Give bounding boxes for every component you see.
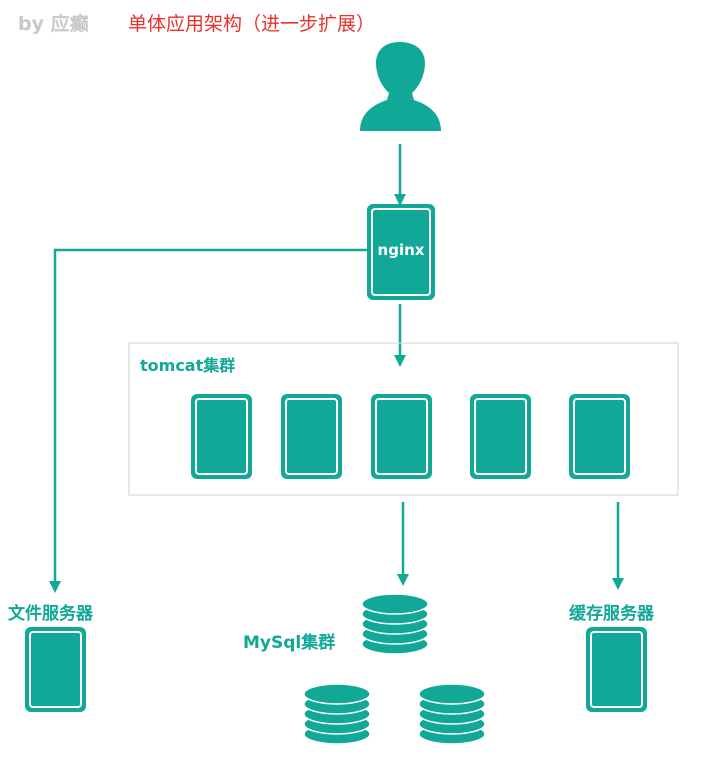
- cache-server-icon: [586, 627, 647, 712]
- nginx-label: nginx: [377, 241, 425, 259]
- server-icon: [191, 394, 252, 479]
- cache-server-label: 缓存服务器: [569, 604, 654, 624]
- author-label: by 应癫: [18, 13, 89, 35]
- file-server-label: 文件服务器: [8, 604, 93, 624]
- arrow-icon: [49, 248, 367, 593]
- server-icon: [470, 394, 531, 479]
- tomcat-cluster-label: tomcat集群: [140, 356, 236, 375]
- server-icon: [569, 394, 630, 479]
- user-icon: [360, 42, 441, 131]
- diagram-title: 单体应用架构（进一步扩展）: [128, 13, 376, 35]
- tomcat-cluster-box: [128, 342, 679, 496]
- server-icon: [281, 394, 342, 479]
- database-icon: [303, 683, 371, 745]
- server-icon: [371, 394, 432, 479]
- mysql-cluster-label: MySql集群: [243, 633, 336, 653]
- database-icon: [418, 683, 486, 745]
- nginx-server-icon: [367, 204, 435, 300]
- file-server-icon: [25, 627, 86, 712]
- database-icon: [361, 593, 429, 655]
